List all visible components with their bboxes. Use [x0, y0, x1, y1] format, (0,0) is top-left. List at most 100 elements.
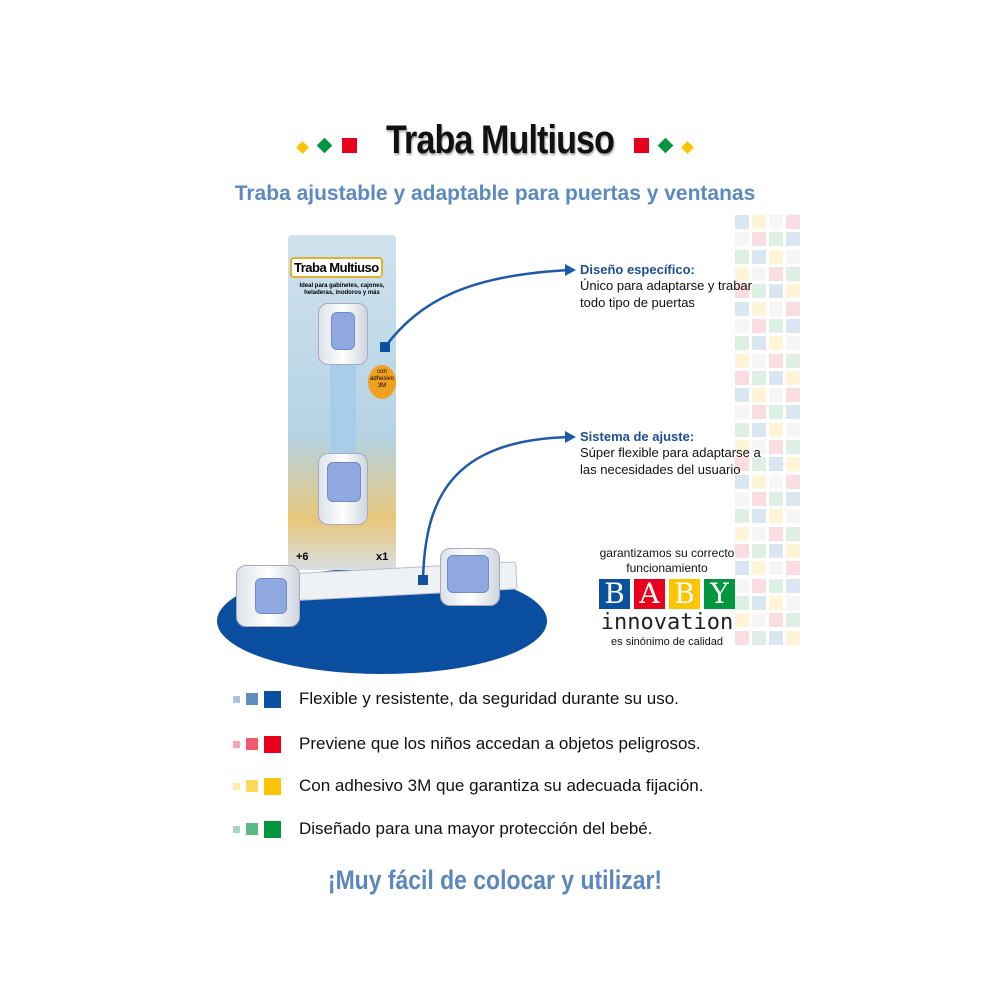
grid-square	[786, 284, 800, 299]
grid-square	[786, 232, 800, 247]
package-badge: con adhesivo 3M	[368, 365, 396, 399]
grid-square	[786, 388, 800, 403]
grid-square	[786, 370, 800, 385]
bullet-square-icon	[264, 820, 281, 838]
decorative-grid	[735, 215, 805, 645]
grid-square	[752, 232, 766, 247]
product-lock-left	[236, 565, 300, 627]
grid-square	[735, 630, 749, 645]
grid-square	[735, 613, 749, 628]
grid-square	[752, 596, 766, 611]
grid-square	[769, 492, 783, 507]
grid-square	[752, 526, 766, 541]
bullet-square-icon	[233, 782, 240, 790]
grid-square	[735, 440, 749, 455]
grid-square	[752, 266, 766, 281]
grid-square	[786, 526, 800, 541]
callout-text: Súper flexible para adaptarse a las nece…	[580, 445, 761, 477]
grid-square	[769, 457, 783, 472]
brand-bottom-text: es sinónimo de calidad	[611, 636, 723, 648]
grid-square	[752, 457, 766, 472]
grid-square	[752, 474, 766, 489]
bullet-square-icon	[233, 825, 240, 833]
grid-square	[735, 353, 749, 368]
grid-square	[735, 457, 749, 472]
grid-square	[786, 561, 800, 576]
brand-top-text: garantizamos su correcto funcionamiento	[599, 546, 735, 575]
brand-block: garantizamos su correcto funcionamiento …	[596, 546, 738, 649]
grid-square	[769, 613, 783, 628]
package-title: Traba Multiuso	[290, 257, 383, 278]
grid-square	[735, 474, 749, 489]
grid-square	[735, 405, 749, 420]
grid-square	[752, 388, 766, 403]
product-lock-bottom	[318, 453, 368, 525]
grid-square	[769, 370, 783, 385]
brand-name: innovation	[600, 610, 734, 635]
grid-square	[769, 474, 783, 489]
grid-square	[735, 215, 749, 229]
grid-square	[786, 336, 800, 351]
feature-item: Con adhesivo 3M que garantiza su adecuad…	[233, 776, 704, 796]
bullet-square-icon	[246, 693, 258, 705]
grid-square	[786, 596, 800, 611]
grid-square	[786, 266, 800, 281]
callout-title: Diseño específico:	[580, 262, 695, 277]
grid-square	[786, 422, 800, 437]
logo-letter: Y	[704, 579, 735, 609]
grid-square	[735, 318, 749, 333]
grid-square	[735, 370, 749, 385]
grid-square	[769, 422, 783, 437]
grid-square	[735, 526, 749, 541]
grid-square	[786, 318, 800, 333]
callout-design: Diseño específico: Único para adaptarse …	[580, 262, 780, 311]
grid-square	[735, 422, 749, 437]
grid-square	[769, 405, 783, 420]
grid-square	[735, 284, 749, 299]
bullet-square-icon	[264, 735, 281, 753]
grid-square	[735, 388, 749, 403]
callout-text: Único para adaptarse y trabar todo tipo …	[580, 278, 752, 310]
feature-text: Diseñado para una mayor protección del b…	[299, 819, 653, 838]
grid-square	[786, 301, 800, 316]
grid-square	[752, 613, 766, 628]
page-subtitle: Traba ajustable y adaptable para puertas…	[234, 182, 756, 205]
feature-item: Flexible y resistente, da seguridad dura…	[233, 689, 679, 709]
bullet-square-icon	[246, 823, 258, 835]
grid-square	[735, 249, 749, 264]
grid-square	[735, 509, 749, 524]
grid-square	[752, 284, 766, 299]
grid-square	[769, 544, 783, 559]
grid-square	[769, 301, 783, 316]
feature-item: Previene que los niños accedan a objetos…	[233, 734, 701, 754]
grid-square	[786, 405, 800, 420]
grid-square	[752, 544, 766, 559]
grid-square	[752, 370, 766, 385]
grid-square	[786, 249, 800, 264]
product-lock-right	[440, 548, 500, 606]
bullet-square-icon	[233, 740, 240, 748]
grid-square	[752, 578, 766, 593]
product-package: Traba Multiuso Ideal para gabinetes, caj…	[288, 235, 396, 570]
deco-square-red	[342, 138, 357, 153]
bullet-square-icon	[264, 690, 281, 708]
grid-square	[752, 630, 766, 645]
bullet-square-icon	[246, 738, 258, 750]
package-subtitle: Ideal para gabinetes, cajones, heladeras…	[299, 283, 385, 296]
grid-square	[786, 457, 800, 472]
feature-text: Con adhesivo 3M que garantiza su adecuad…	[299, 776, 704, 795]
grid-square	[769, 578, 783, 593]
grid-square	[752, 215, 766, 229]
grid-square	[769, 336, 783, 351]
logo-letter: A	[634, 579, 665, 609]
grid-square	[752, 509, 766, 524]
deco-square-red	[634, 138, 649, 153]
bullet-square-icon	[246, 780, 258, 792]
feature-text: Previene que los niños accedan a objetos…	[299, 734, 701, 753]
grid-square	[769, 249, 783, 264]
grid-square	[786, 509, 800, 524]
logo-letter: B	[599, 579, 630, 609]
grid-square	[752, 492, 766, 507]
